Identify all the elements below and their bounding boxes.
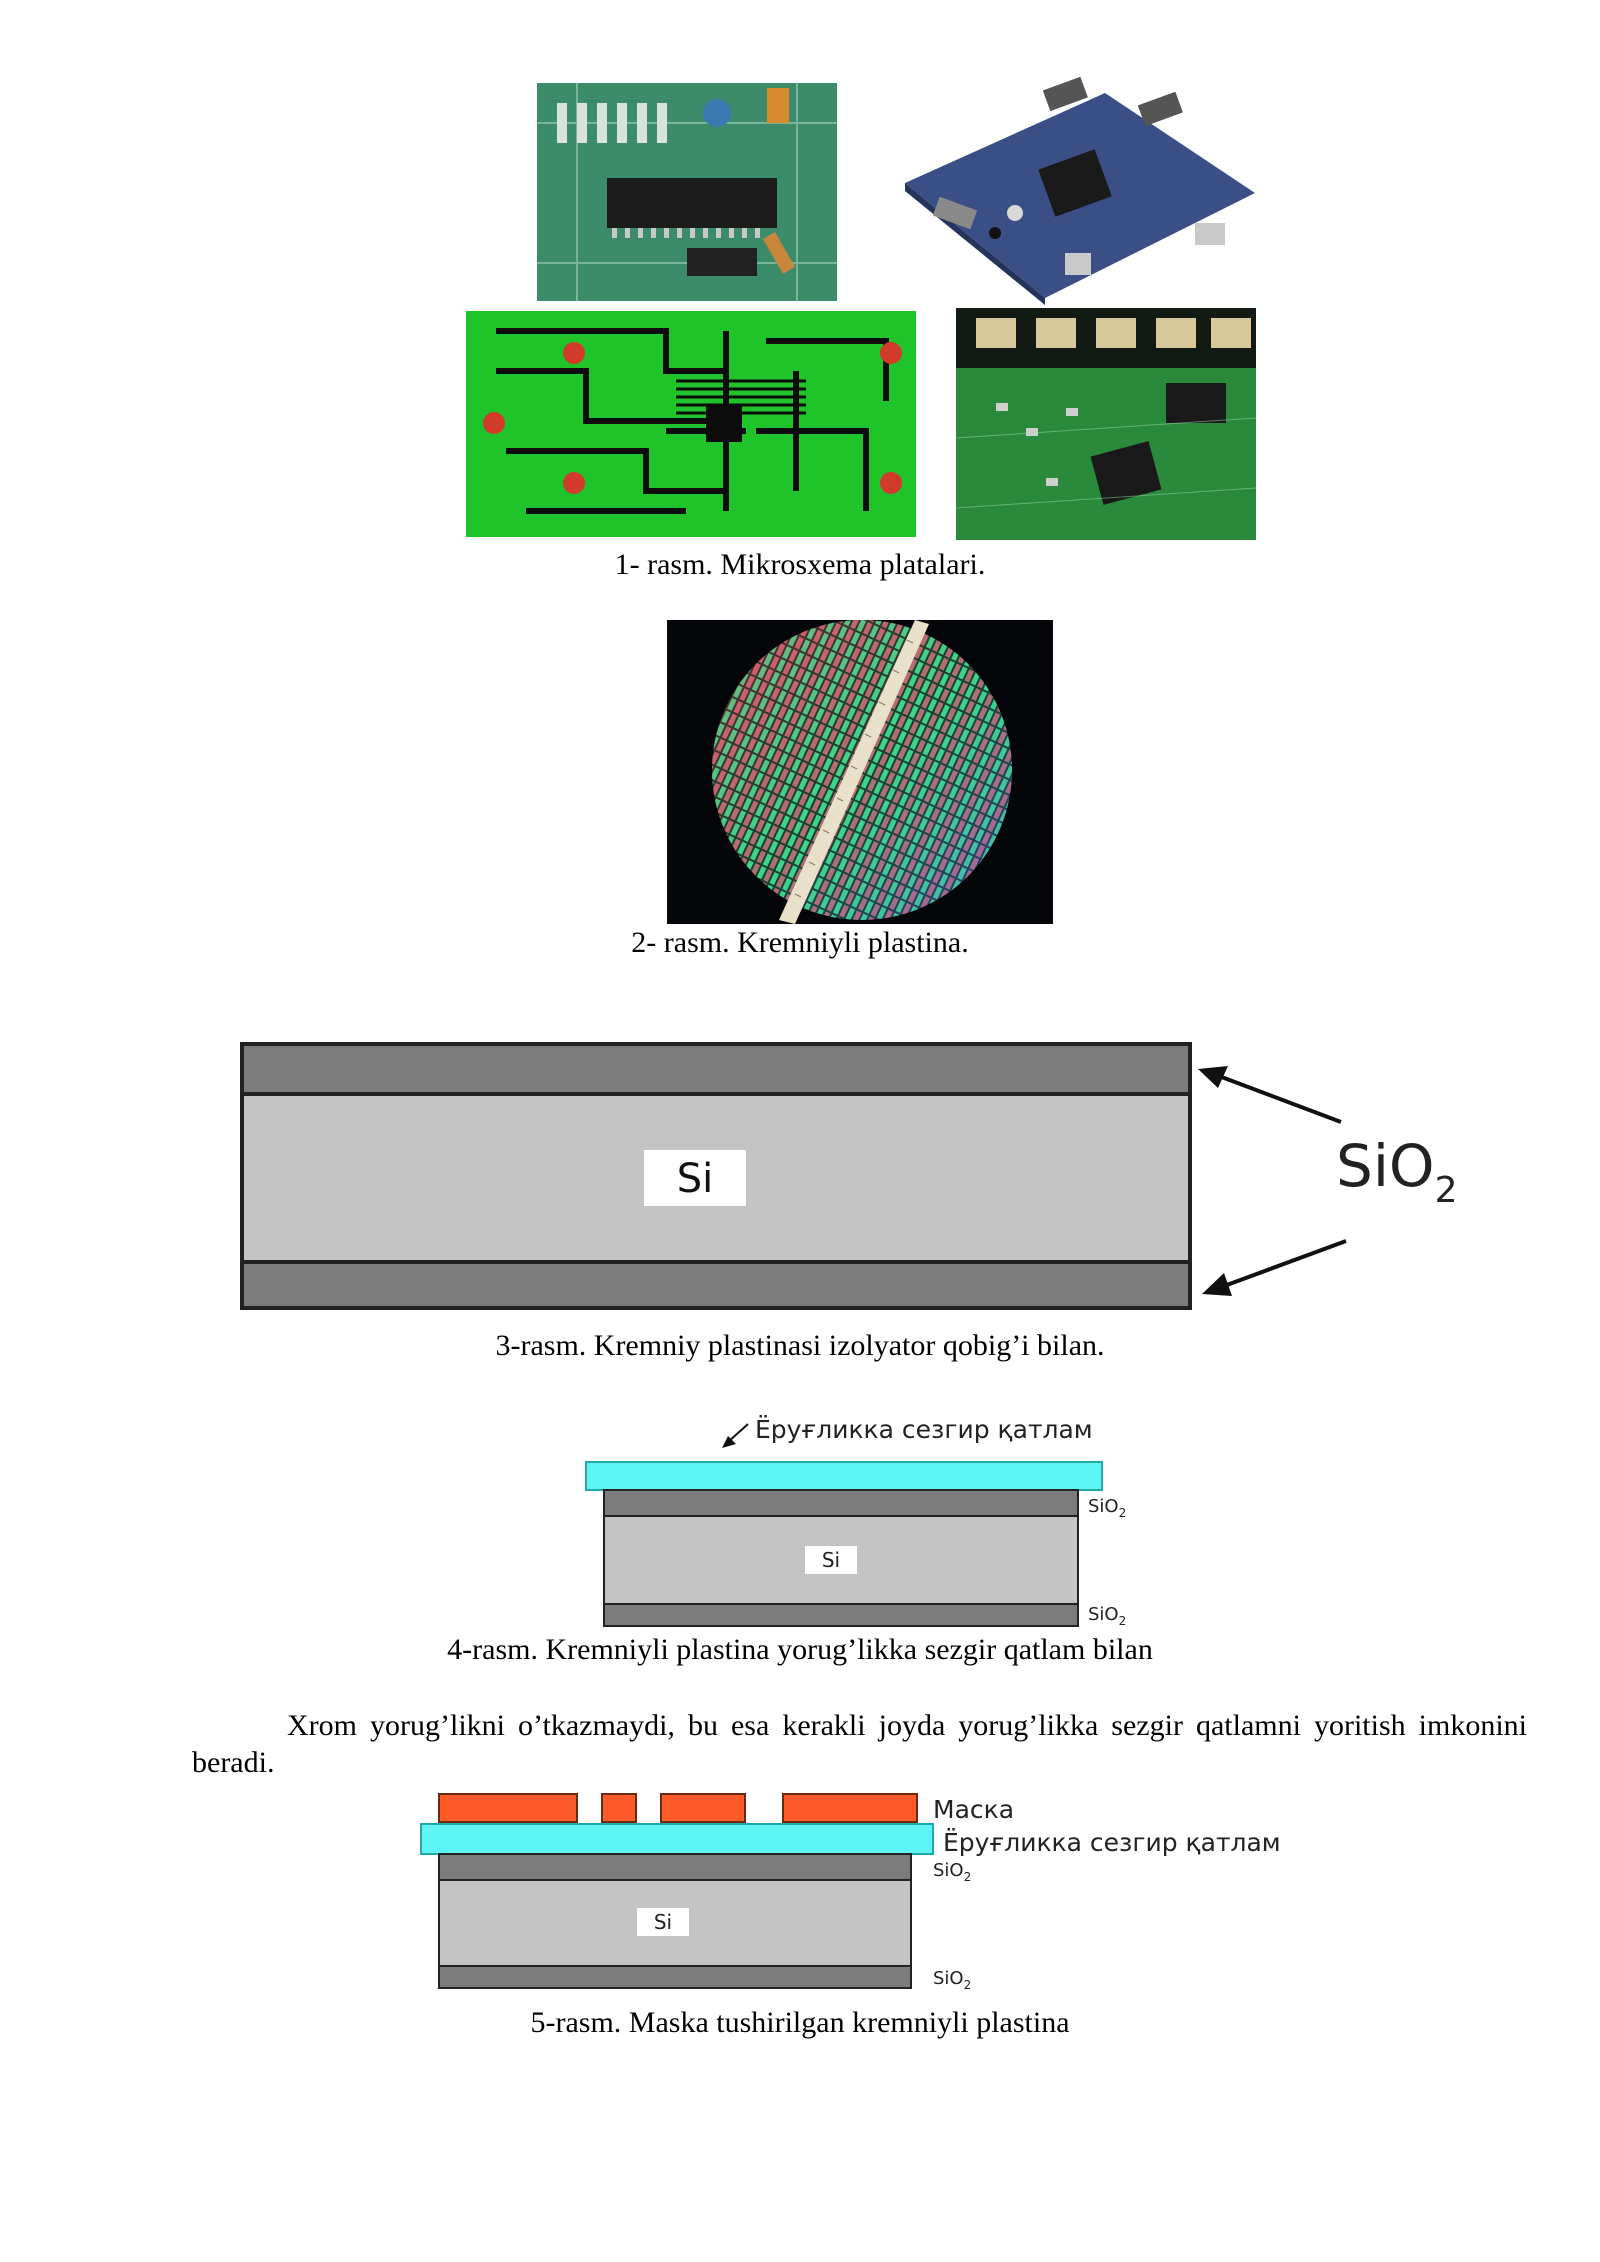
si-label-box [644, 1150, 746, 1206]
paragraph-text: Xrom yorug’likni o’tkazmaydi, bu esa ker… [192, 1709, 1527, 1779]
sio2-label: SiO2 [1336, 1132, 1458, 1211]
si-label: Si [677, 1156, 714, 1202]
si-label-box [637, 1908, 689, 1936]
sio2-bottom-label: SiO2 [933, 1968, 971, 1992]
figure-4-caption: 4-rasm. Kremniyli plastina yorug’likka s… [447, 1633, 1153, 1666]
resist-label: Ёруғликка сезгир қатлам [943, 1828, 1281, 1857]
si-label-box [805, 1546, 857, 1574]
figure-1: 1- rasm. Mikrosxema platalari. [0, 0, 1600, 590]
photoresist-diagram: Ёруғликка сезгир қатлам Si SiO2 SiO2 [585, 1415, 1126, 1628]
wafer-cross-section-diagram: Si SiO2 [240, 1042, 1458, 1310]
circuit-board-photo [537, 83, 837, 301]
figure-1-caption: 1- rasm. Mikrosxema platalari. [614, 548, 986, 581]
resist-layer [585, 1461, 1103, 1491]
mask-segment [660, 1793, 746, 1823]
mask-segment [601, 1793, 637, 1823]
figure-2-caption: 2- rasm. Kremniyli plastina. [631, 926, 969, 959]
resist-arrow [727, 1423, 749, 1443]
bottom-oxide-layer [603, 1603, 1079, 1627]
mask-segments [438, 1793, 918, 1823]
resist-label: Ёруғликка сезгир қатлам [755, 1415, 1093, 1444]
top-oxide-layer [438, 1853, 912, 1881]
arrow-top [1210, 1071, 1342, 1124]
si-label: Si [654, 1910, 672, 1934]
silicon-wafer-photo [667, 620, 1053, 924]
mask-segment [438, 1793, 578, 1823]
body-paragraph: Xrom yorug’likni o’tkazmaydi, bu esa ker… [192, 1707, 1527, 1781]
green-board-photo [956, 308, 1256, 540]
sio2-bottom-label: SiO2 [1088, 1604, 1126, 1628]
pcb-layout-photo [466, 311, 916, 537]
top-oxide-layer [240, 1042, 1192, 1096]
mask-segment [782, 1793, 918, 1823]
development-board-photo [895, 73, 1260, 305]
figure-3-caption: 3-rasm. Kremniy plastinasi izolyator qob… [495, 1329, 1105, 1362]
bottom-oxide-layer [240, 1260, 1192, 1310]
si-label: Si [822, 1548, 840, 1572]
figure-5-caption: 5-rasm. Maska tushirilgan kremniyli plas… [530, 2006, 1070, 2039]
sio2-top-label: SiO2 [933, 1860, 971, 1884]
top-oxide-layer [603, 1489, 1079, 1517]
arrow-bottom [1215, 1239, 1347, 1291]
resist-layer [420, 1823, 934, 1855]
bottom-oxide-layer [438, 1965, 912, 1989]
sio2-top-label: SiO2 [1088, 1496, 1126, 1520]
mask-diagram: Маска Ёруғликка сезгир қатлам Si SiO2 Si… [420, 1793, 1281, 1992]
mask-label: Маска [933, 1795, 1014, 1824]
